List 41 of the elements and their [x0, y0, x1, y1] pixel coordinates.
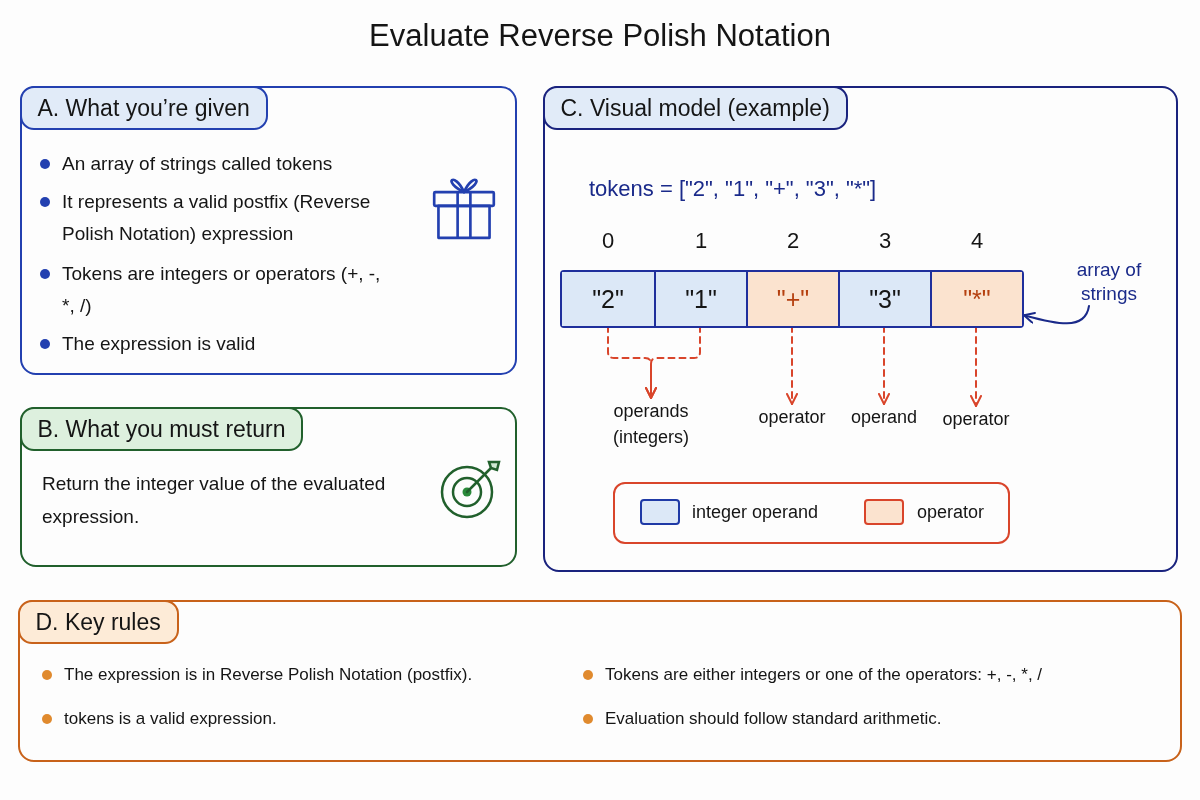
index-number: 3 [878, 227, 892, 255]
curved-arrow [1023, 305, 1090, 325]
category-label: operands (integers) [596, 398, 706, 450]
bullet-text: An array of strings called tokens [62, 152, 333, 176]
section-heading: B. What you must return [19, 406, 304, 451]
diagram-title: Evaluate Reverse Polish Notation [369, 17, 831, 55]
legend-label: operator [917, 501, 985, 524]
index-number: 4 [970, 227, 984, 255]
index-number: 0 [601, 227, 615, 255]
legend-label: integer operand [692, 501, 819, 524]
token-string: "3" [869, 285, 901, 313]
annotation-label: array of strings [1059, 258, 1159, 306]
bullet-text: Tokens are either integers or one of the operators: +, -, *, / [605, 664, 1043, 686]
index-number: 1 [694, 227, 708, 255]
dashed-arrow [970, 325, 982, 407]
code-text: tokens = ["2", "1", "+", "3", "*"] [589, 175, 877, 203]
index-number: 2 [786, 227, 800, 255]
body-text: Return the integer value of the evaluated expression. [42, 472, 387, 529]
bullet-text: The expression is valid [62, 332, 256, 356]
bullet-text: The expression is in Reverse Polish Notation (postfix). [64, 664, 473, 686]
token-string: "*" [963, 285, 991, 313]
token-string: "1" [685, 285, 717, 313]
bullet-text: It represents a valid postfix (Reverse Polish Notation) expression [62, 190, 372, 246]
token-string: "+" [776, 285, 810, 313]
bullet-text: Evaluation should follow standard arithmetic. [605, 708, 942, 730]
bullet-text: Tokens are integers or operators (+, -, *, /) [62, 262, 382, 318]
category-label: operator [758, 404, 826, 430]
dashed-arrow [878, 325, 890, 405]
section-panel [20, 86, 517, 375]
token-string: "2" [592, 285, 624, 313]
dashed-arrow [786, 325, 798, 405]
category-label: operand [850, 404, 918, 430]
section-heading: A. What you’re given [19, 85, 268, 130]
section-panel [543, 86, 1178, 572]
dashed-arrow [645, 325, 701, 399]
category-label: operator [942, 406, 1010, 432]
section-heading: D. Key rules [17, 599, 179, 644]
section-heading: C. Visual model (example) [542, 85, 848, 130]
section-panel [18, 600, 1182, 762]
bullet-text: tokens is a valid expression. [64, 708, 277, 730]
section-panel [20, 407, 517, 567]
